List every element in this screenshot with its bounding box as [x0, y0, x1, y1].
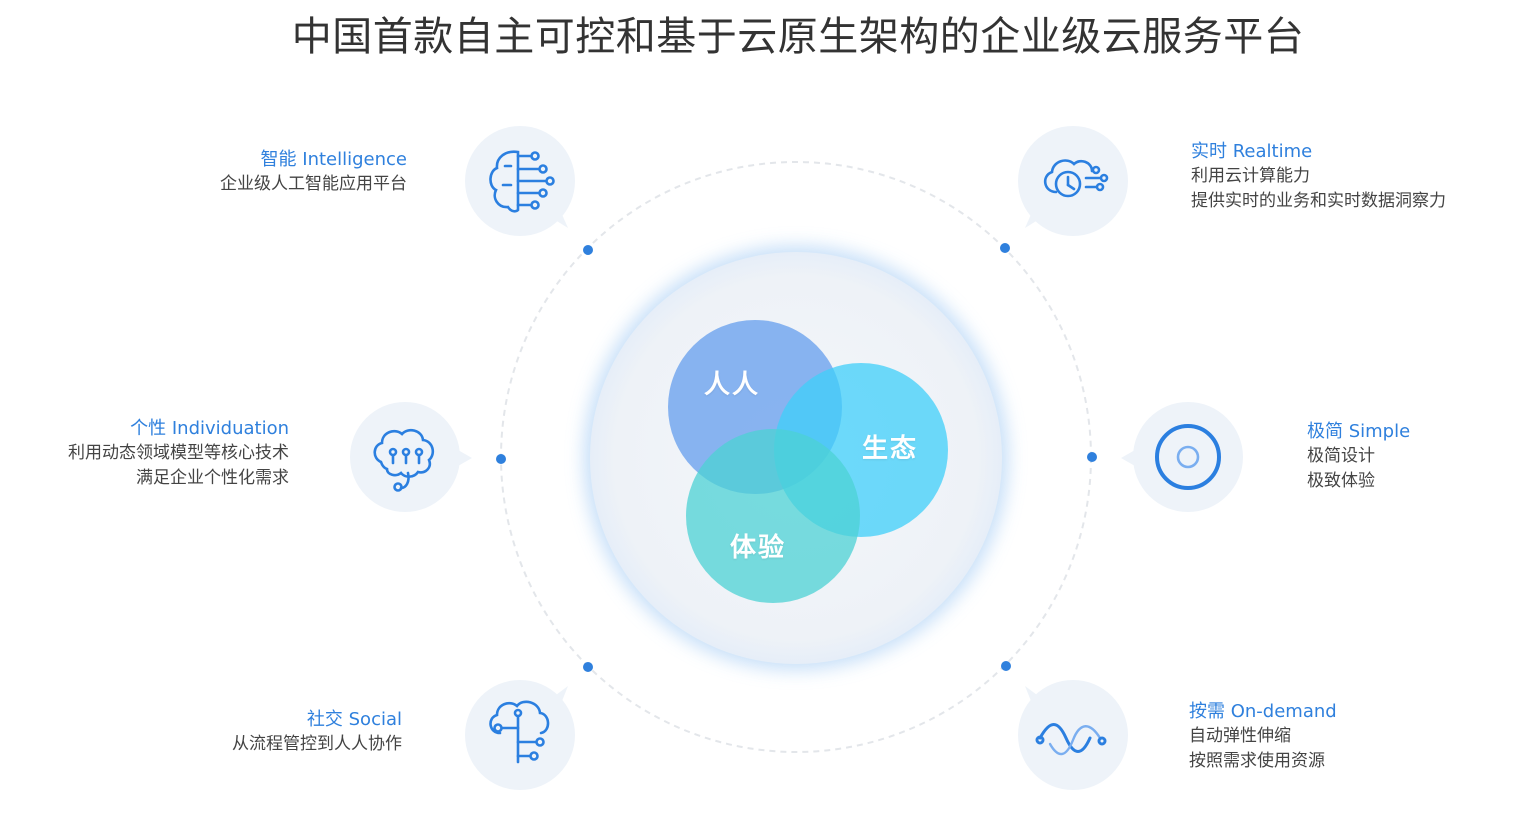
feature-social-line: 从流程管控到人人协作: [232, 734, 402, 754]
badge-ondemand: [1018, 680, 1128, 790]
cloud-network-icon: [489, 700, 550, 764]
bubble-experience-label: 体验: [729, 533, 786, 563]
badge-simple: [1121, 402, 1243, 512]
feature-individuation-heading: 个性 Individuation: [130, 418, 289, 439]
feature-simple: 极简 Simple 极简设计 极致体验: [1307, 420, 1410, 494]
feature-intelligence-heading: 智能 Intelligence: [260, 149, 407, 170]
feature-ondemand: 按需 On-demand 自动弹性伸缩 按照需求使用资源: [1189, 700, 1337, 774]
feature-realtime-line: 利用云计算能力: [1191, 166, 1310, 186]
orbit-dot: [1000, 243, 1010, 253]
orbit-dot: [1001, 661, 1011, 671]
wave-icon: [1035, 723, 1107, 756]
bubble-experience: [686, 429, 860, 603]
page-title: 中国首款自主可控和基于云原生架构的企业级云服务平台: [291, 14, 1305, 60]
brain-circuit-icon: [489, 150, 555, 213]
badge-individuation: [350, 402, 472, 512]
orbit-dot: [496, 454, 506, 464]
bubble-people-label: 人人: [703, 370, 760, 400]
orbit-dot: [583, 662, 593, 672]
feature-social-heading: 社交 Social: [306, 709, 402, 730]
brain-icon: [373, 428, 435, 492]
badge-social: [465, 680, 575, 790]
target-ring-icon: [1155, 424, 1221, 490]
feature-ondemand-line: 按照需求使用资源: [1189, 751, 1325, 771]
feature-social: 社交 Social 从流程管控到人人协作: [232, 708, 402, 757]
badge-intelligence: [465, 126, 575, 236]
feature-individuation-line: 满足企业个性化需求: [136, 468, 289, 488]
feature-simple-line: 极简设计: [1307, 446, 1375, 466]
badge-realtime: [1018, 126, 1128, 236]
feature-individuation-line: 利用动态领域模型等核心技术: [68, 443, 289, 463]
feature-ondemand-heading: 按需 On-demand: [1189, 701, 1337, 722]
cloud-clock-icon: [1043, 159, 1109, 198]
feature-realtime-heading: 实时 Realtime: [1191, 141, 1313, 162]
bubble-ecology-label: 生态: [861, 434, 918, 464]
feature-simple-heading: 极简 Simple: [1307, 421, 1411, 442]
feature-realtime-line: 提供实时的业务和实时数据洞察力: [1191, 191, 1446, 211]
feature-intelligence: 智能 Intelligence 企业级人工智能应用平台: [220, 148, 407, 197]
orbit-dot: [1087, 452, 1097, 462]
feature-simple-line: 极致体验: [1307, 471, 1375, 491]
feature-individuation: 个性 Individuation 利用动态领域模型等核心技术 满足企业个性化需求: [68, 417, 289, 491]
feature-ondemand-line: 自动弹性伸缩: [1189, 726, 1291, 746]
feature-realtime: 实时 Realtime 利用云计算能力 提供实时的业务和实时数据洞察力: [1191, 140, 1446, 214]
feature-intelligence-line: 企业级人工智能应用平台: [220, 174, 407, 194]
orbit-dot: [583, 245, 593, 255]
